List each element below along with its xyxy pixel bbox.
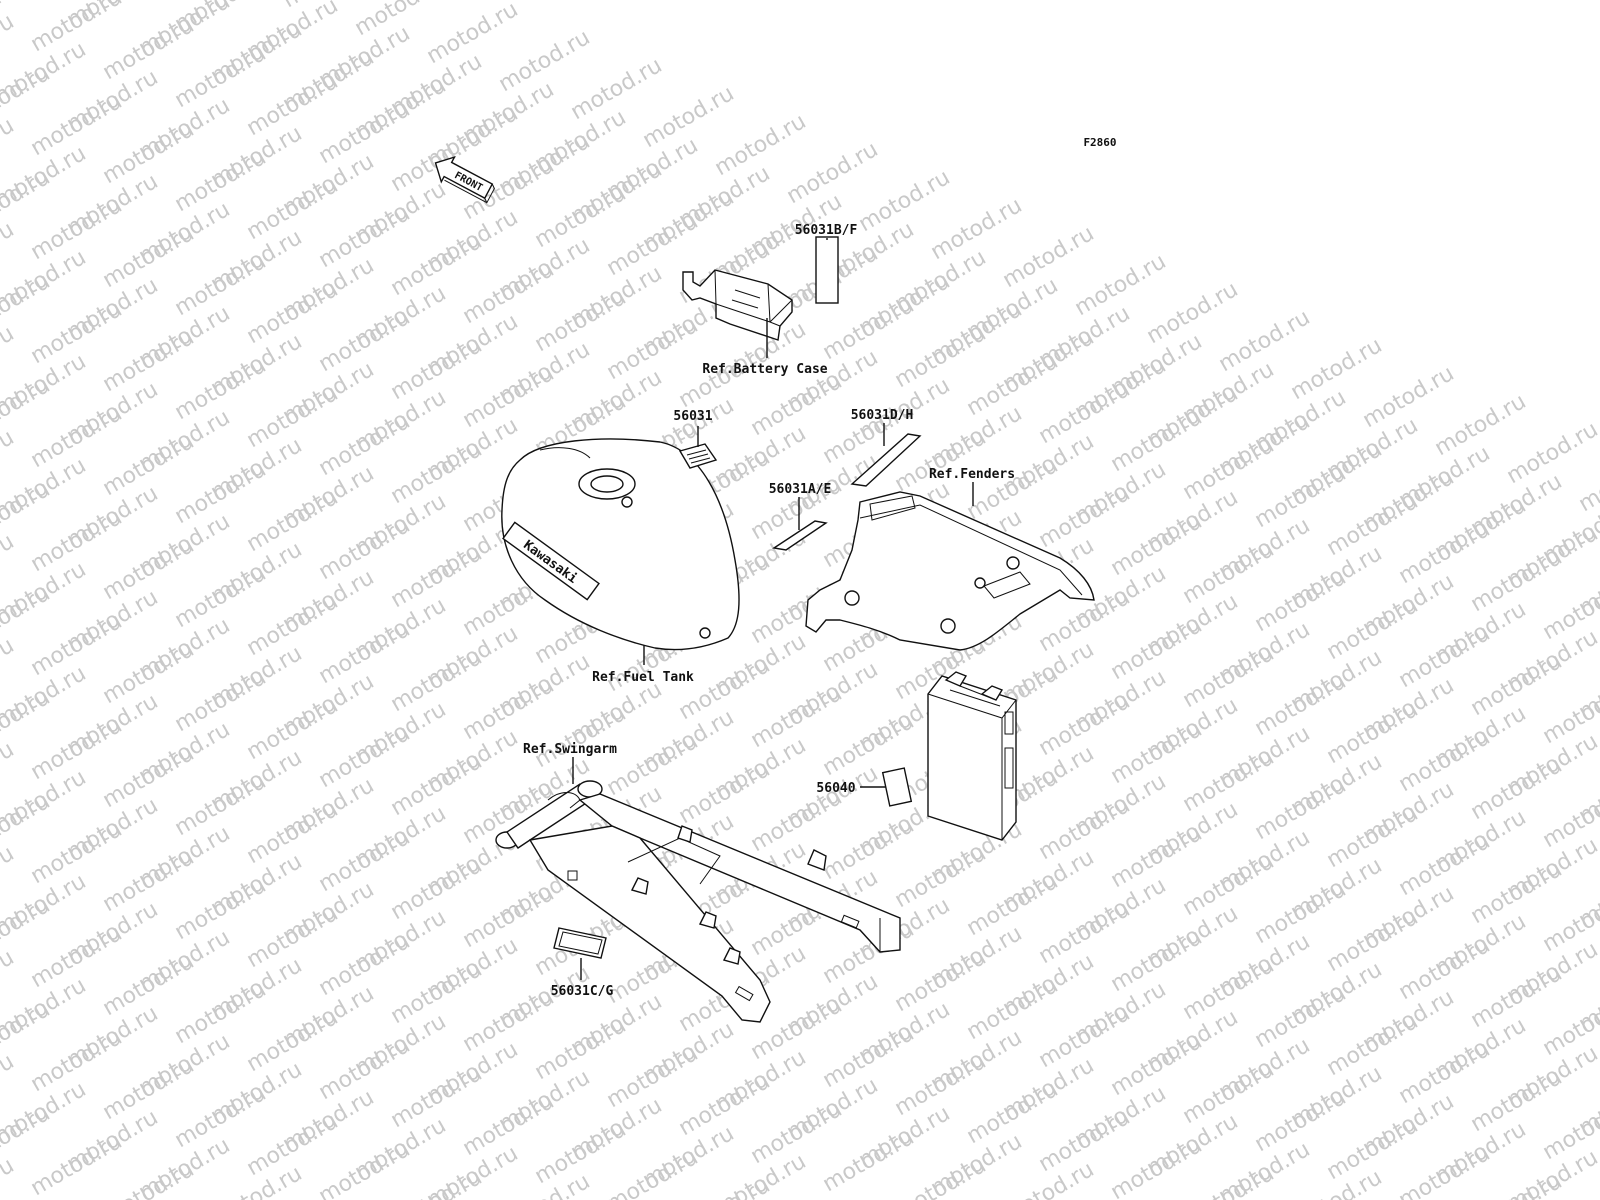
rear-fender bbox=[805, 491, 1095, 651]
watermark-text: motod.ru bbox=[891, 1153, 991, 1200]
callout-56031cg: 56031C/G bbox=[551, 984, 614, 999]
watermark-text: motod.ru bbox=[0, 633, 18, 705]
callout-56031: 56031 bbox=[673, 409, 712, 424]
label-56040-sticker bbox=[881, 767, 913, 807]
watermark-text: motod.ru bbox=[0, 737, 18, 809]
watermark-text: motod.ru bbox=[0, 321, 18, 393]
watermark-text: motod.ru bbox=[0, 425, 18, 497]
battery bbox=[927, 671, 1017, 841]
label-56031dh-sticker bbox=[850, 433, 922, 487]
fuel-tank: Kawasaki bbox=[501, 438, 740, 651]
swingarm bbox=[495, 780, 901, 1023]
label-56031cg-sticker bbox=[553, 927, 607, 959]
callout-56031bf: 56031B/F bbox=[795, 223, 858, 238]
watermark-text: motod.ru bbox=[0, 529, 18, 601]
watermark-text: motod.ru bbox=[1395, 1141, 1495, 1200]
watermark-text: motod.ru bbox=[315, 1137, 415, 1200]
watermark-text: motod.ru bbox=[1107, 1133, 1207, 1200]
watermark-text: motod.ru bbox=[0, 217, 18, 289]
watermark-text: motod.ru bbox=[99, 1157, 199, 1200]
callout-ref-fenders: Ref.Fenders bbox=[929, 467, 1015, 482]
watermark-text: motod.ru bbox=[0, 1153, 18, 1200]
watermark-text: motod.ru bbox=[0, 9, 18, 81]
callout-ref-fuel-tank: Ref.Fuel Tank bbox=[592, 670, 694, 685]
watermark-text: motod.ru bbox=[0, 841, 18, 913]
watermark-text: motod.ru bbox=[0, 945, 18, 1017]
callout-ref-swingarm: Ref.Swingarm bbox=[523, 742, 617, 757]
callout-56031dh: 56031D/H bbox=[851, 408, 914, 423]
figure-code: F2860 bbox=[1083, 136, 1116, 149]
label-56031-sticker bbox=[678, 443, 718, 469]
label-56031b-sticker bbox=[815, 236, 839, 304]
watermark-text: motod.ru bbox=[27, 1129, 127, 1200]
watermark-text: motod.ru bbox=[819, 1125, 919, 1197]
callout-56031ae: 56031A/E bbox=[769, 482, 832, 497]
watermark-text: motod.ru bbox=[1467, 1169, 1567, 1200]
watermark-text: motod.ru bbox=[0, 113, 18, 185]
watermark-text: motod.ru bbox=[675, 1173, 775, 1200]
callout-ref-battery-case: Ref.Battery Case bbox=[702, 362, 827, 377]
callout-56040: 56040 bbox=[816, 781, 855, 796]
label-56031ae-sticker bbox=[772, 520, 828, 551]
watermark-text: motod.ru bbox=[1575, 445, 1600, 517]
watermark-text: motod.ru bbox=[603, 1145, 703, 1200]
battery-case-bracket bbox=[682, 269, 793, 341]
watermark-text: motod.ru bbox=[0, 1049, 18, 1121]
